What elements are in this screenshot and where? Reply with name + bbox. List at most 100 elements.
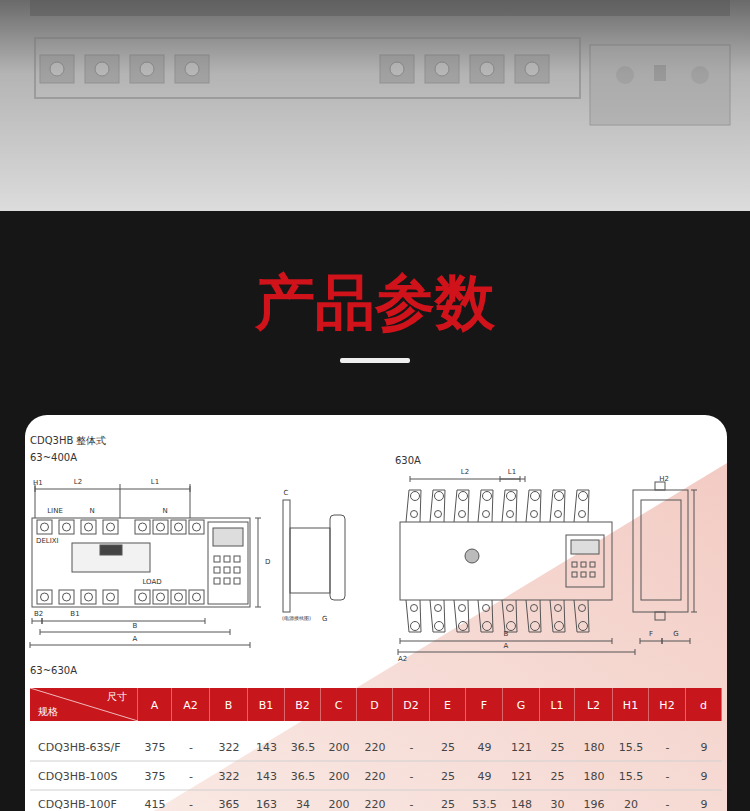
drawing-label: LINE <box>47 508 63 515</box>
terminal-screw <box>555 622 564 631</box>
terminal-screw <box>411 622 420 631</box>
table-header-cell: B2 <box>285 688 321 721</box>
table-cell: 121 <box>511 771 532 782</box>
controller-key <box>214 567 220 573</box>
terminal <box>85 55 119 83</box>
terminal-screw <box>139 593 147 601</box>
title-underline <box>340 358 410 363</box>
page-title: 产品参数 <box>0 272 750 332</box>
bus-bar <box>406 490 421 522</box>
terminal-screw <box>579 511 586 518</box>
table-cell: 143 <box>256 742 277 753</box>
terminal-screw <box>483 622 492 631</box>
dimension-line <box>258 518 259 607</box>
terminal-screw <box>411 511 418 518</box>
terminal-screw <box>41 593 49 601</box>
drawing-label: 630A <box>395 456 421 466</box>
terminal-screw <box>507 511 514 518</box>
table-cell: - <box>666 771 670 782</box>
bus-bar <box>478 600 493 632</box>
terminal <box>37 520 52 534</box>
terminal-screw <box>193 523 201 531</box>
bus-bar <box>526 600 541 632</box>
terminal-screw <box>139 523 147 531</box>
table-header-cell: B <box>210 688 248 721</box>
controller-light <box>691 66 709 84</box>
terminal <box>135 590 150 604</box>
table-cell: 25 <box>551 771 565 782</box>
table-rule <box>30 790 722 791</box>
table-header-cell: 尺寸规格 <box>30 688 138 721</box>
terminal-screw <box>459 605 466 612</box>
dimension-tick <box>40 629 41 635</box>
table-cell: 375 <box>145 771 166 782</box>
terminal-screw <box>107 593 115 601</box>
bus-bar <box>574 490 589 522</box>
table-cell: 30 <box>551 799 565 810</box>
dimension-tick <box>691 490 697 491</box>
table-cell: - <box>410 742 414 753</box>
header-text: B1 <box>259 699 274 710</box>
terminal-screw <box>95 62 109 76</box>
table-cell: CDQ3HB-100F <box>38 799 117 810</box>
bus-bar <box>526 490 541 522</box>
dimension-line <box>398 652 635 653</box>
table-cell: 375 <box>145 742 166 753</box>
terminal-screw <box>411 605 418 612</box>
bus-bar <box>550 490 565 522</box>
terminal-screw <box>50 62 64 76</box>
table-cell: - <box>189 742 193 753</box>
dimension-tick <box>640 638 641 644</box>
terminal-screw <box>435 511 442 518</box>
dimension-tick <box>250 642 251 648</box>
terminal-screw <box>435 62 449 76</box>
terminal-screw <box>579 622 588 631</box>
terminal-screw <box>483 605 490 612</box>
table-cell: 36.5 <box>291 771 316 782</box>
bus-bar <box>574 600 589 632</box>
table-header-cell: H2 <box>649 688 686 721</box>
table-cell: 220 <box>365 771 386 782</box>
dimension-line <box>694 490 695 612</box>
terminal-screw <box>85 523 93 531</box>
controller-key <box>224 578 230 584</box>
table-cell: 322 <box>219 771 240 782</box>
terminal <box>135 520 150 534</box>
dimension-tick <box>662 638 663 644</box>
terminal-screw <box>483 492 492 501</box>
terminal-screw <box>185 62 199 76</box>
side-body <box>290 528 330 593</box>
dimension-line <box>30 645 250 646</box>
table-cell: 143 <box>256 771 277 782</box>
terminal <box>40 55 74 83</box>
header-text: H1 <box>623 699 638 710</box>
table-header-cell: A2 <box>172 688 210 721</box>
drawing-label: F <box>649 631 653 638</box>
terminal <box>103 520 118 534</box>
table-cell: 9 <box>701 799 708 810</box>
dimension-tick <box>662 638 663 644</box>
drawing-label: N <box>89 508 94 515</box>
dimension-tick <box>525 476 526 482</box>
bus-bar <box>550 600 565 632</box>
terminal-screw <box>555 605 562 612</box>
header-text: H2 <box>659 699 674 710</box>
dimension-line <box>32 621 42 622</box>
terminal-screw <box>63 593 71 601</box>
table-cell: 196 <box>584 799 605 810</box>
drawing-label: N <box>162 508 167 515</box>
header-text: E <box>444 699 451 710</box>
table-cell: 9 <box>701 742 708 753</box>
terminal <box>175 55 209 83</box>
table-header-cell: B1 <box>248 688 285 721</box>
header-text: 规格 <box>38 707 58 717</box>
terminal-screw <box>193 593 201 601</box>
terminal-screw <box>411 492 420 501</box>
terminal-screw <box>157 593 165 601</box>
terminal-screw <box>435 622 444 631</box>
terminal-screw <box>107 523 115 531</box>
bus-bar <box>502 490 517 522</box>
dimension-line <box>640 641 662 642</box>
controller-key <box>572 572 577 577</box>
drawing-label: 63~400A <box>30 453 77 463</box>
